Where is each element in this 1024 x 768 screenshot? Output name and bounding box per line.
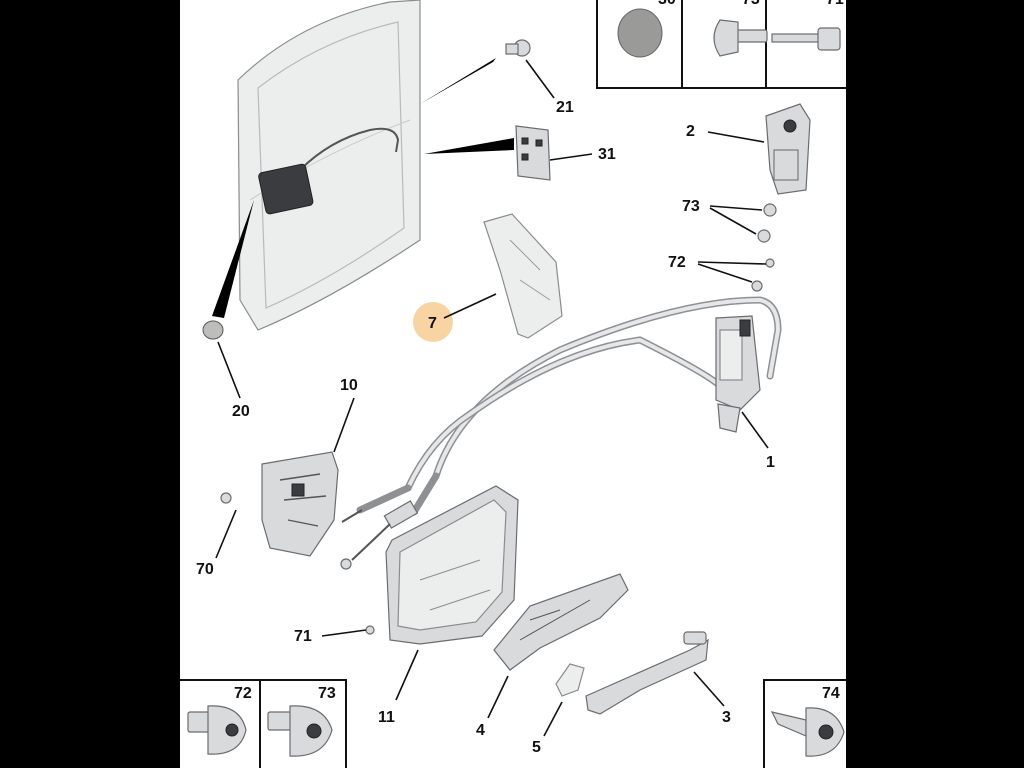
clip-21 xyxy=(505,39,531,57)
label-top-2: 73 xyxy=(742,0,760,8)
cover-7 xyxy=(483,213,563,339)
bracket-plate-31 xyxy=(515,125,551,181)
screw-70 xyxy=(220,492,232,504)
screw-icon xyxy=(713,19,768,57)
label-70: 70 xyxy=(196,561,214,578)
rear-lock-1 xyxy=(715,315,761,433)
label-21: 21 xyxy=(556,99,574,116)
bracket-2 xyxy=(765,103,811,195)
handle-bracket-4 xyxy=(493,573,629,671)
callout-21-wedge xyxy=(420,58,496,104)
top-fastener-box: 30 73 71 xyxy=(596,0,846,89)
plug-20 xyxy=(202,320,224,340)
clip-73-b xyxy=(757,229,771,243)
plug-cap-icon xyxy=(617,8,663,58)
box-label-74: 74 xyxy=(822,685,840,702)
bottom-fastener-box: 72 73 xyxy=(180,679,347,768)
label-5: 5 xyxy=(532,739,541,756)
bottom-right-fastener-box: 74 xyxy=(763,679,846,768)
box-label-73: 73 xyxy=(318,685,336,702)
label-71: 71 xyxy=(294,628,312,645)
clip-73-a xyxy=(763,203,777,217)
exploded-parts-diagram: 30 73 71 21 31 20 7 xyxy=(180,0,846,768)
gasket-5 xyxy=(555,663,585,697)
label-top-1: 30 xyxy=(658,0,676,8)
control-module-11 xyxy=(385,485,519,645)
bolt-icon xyxy=(771,27,841,51)
label-11: 11 xyxy=(378,709,395,726)
callout-31-wedge xyxy=(424,138,514,154)
door-panel xyxy=(237,0,421,331)
label-72: 72 xyxy=(668,254,686,271)
door-interior-handle xyxy=(258,163,314,215)
box-label-72: 72 xyxy=(234,685,252,702)
label-73: 73 xyxy=(682,198,700,215)
label-1: 1 xyxy=(766,454,775,471)
control-cables xyxy=(340,296,782,570)
exterior-handle-3 xyxy=(585,631,709,715)
callout-20-wedge xyxy=(212,200,254,318)
label-31: 31 xyxy=(598,146,616,163)
cable-adjuster xyxy=(383,500,419,529)
screw-72-icon xyxy=(187,705,247,755)
screw-71 xyxy=(365,625,375,635)
label-7: 7 xyxy=(428,315,437,332)
screw-74-icon xyxy=(770,707,845,757)
highlight-marker xyxy=(413,302,453,342)
screw-73-icon xyxy=(267,705,333,757)
label-3: 3 xyxy=(722,709,731,726)
label-10: 10 xyxy=(340,377,358,394)
front-lock-10 xyxy=(261,451,339,557)
label-20: 20 xyxy=(232,403,250,420)
label-2: 2 xyxy=(686,123,695,140)
screw-72-a xyxy=(765,258,775,268)
screw-72-b xyxy=(751,280,763,292)
label-4: 4 xyxy=(476,722,485,739)
label-top-3: 71 xyxy=(826,0,844,8)
diagram-canvas: 30 73 71 21 31 20 7 xyxy=(180,0,846,768)
